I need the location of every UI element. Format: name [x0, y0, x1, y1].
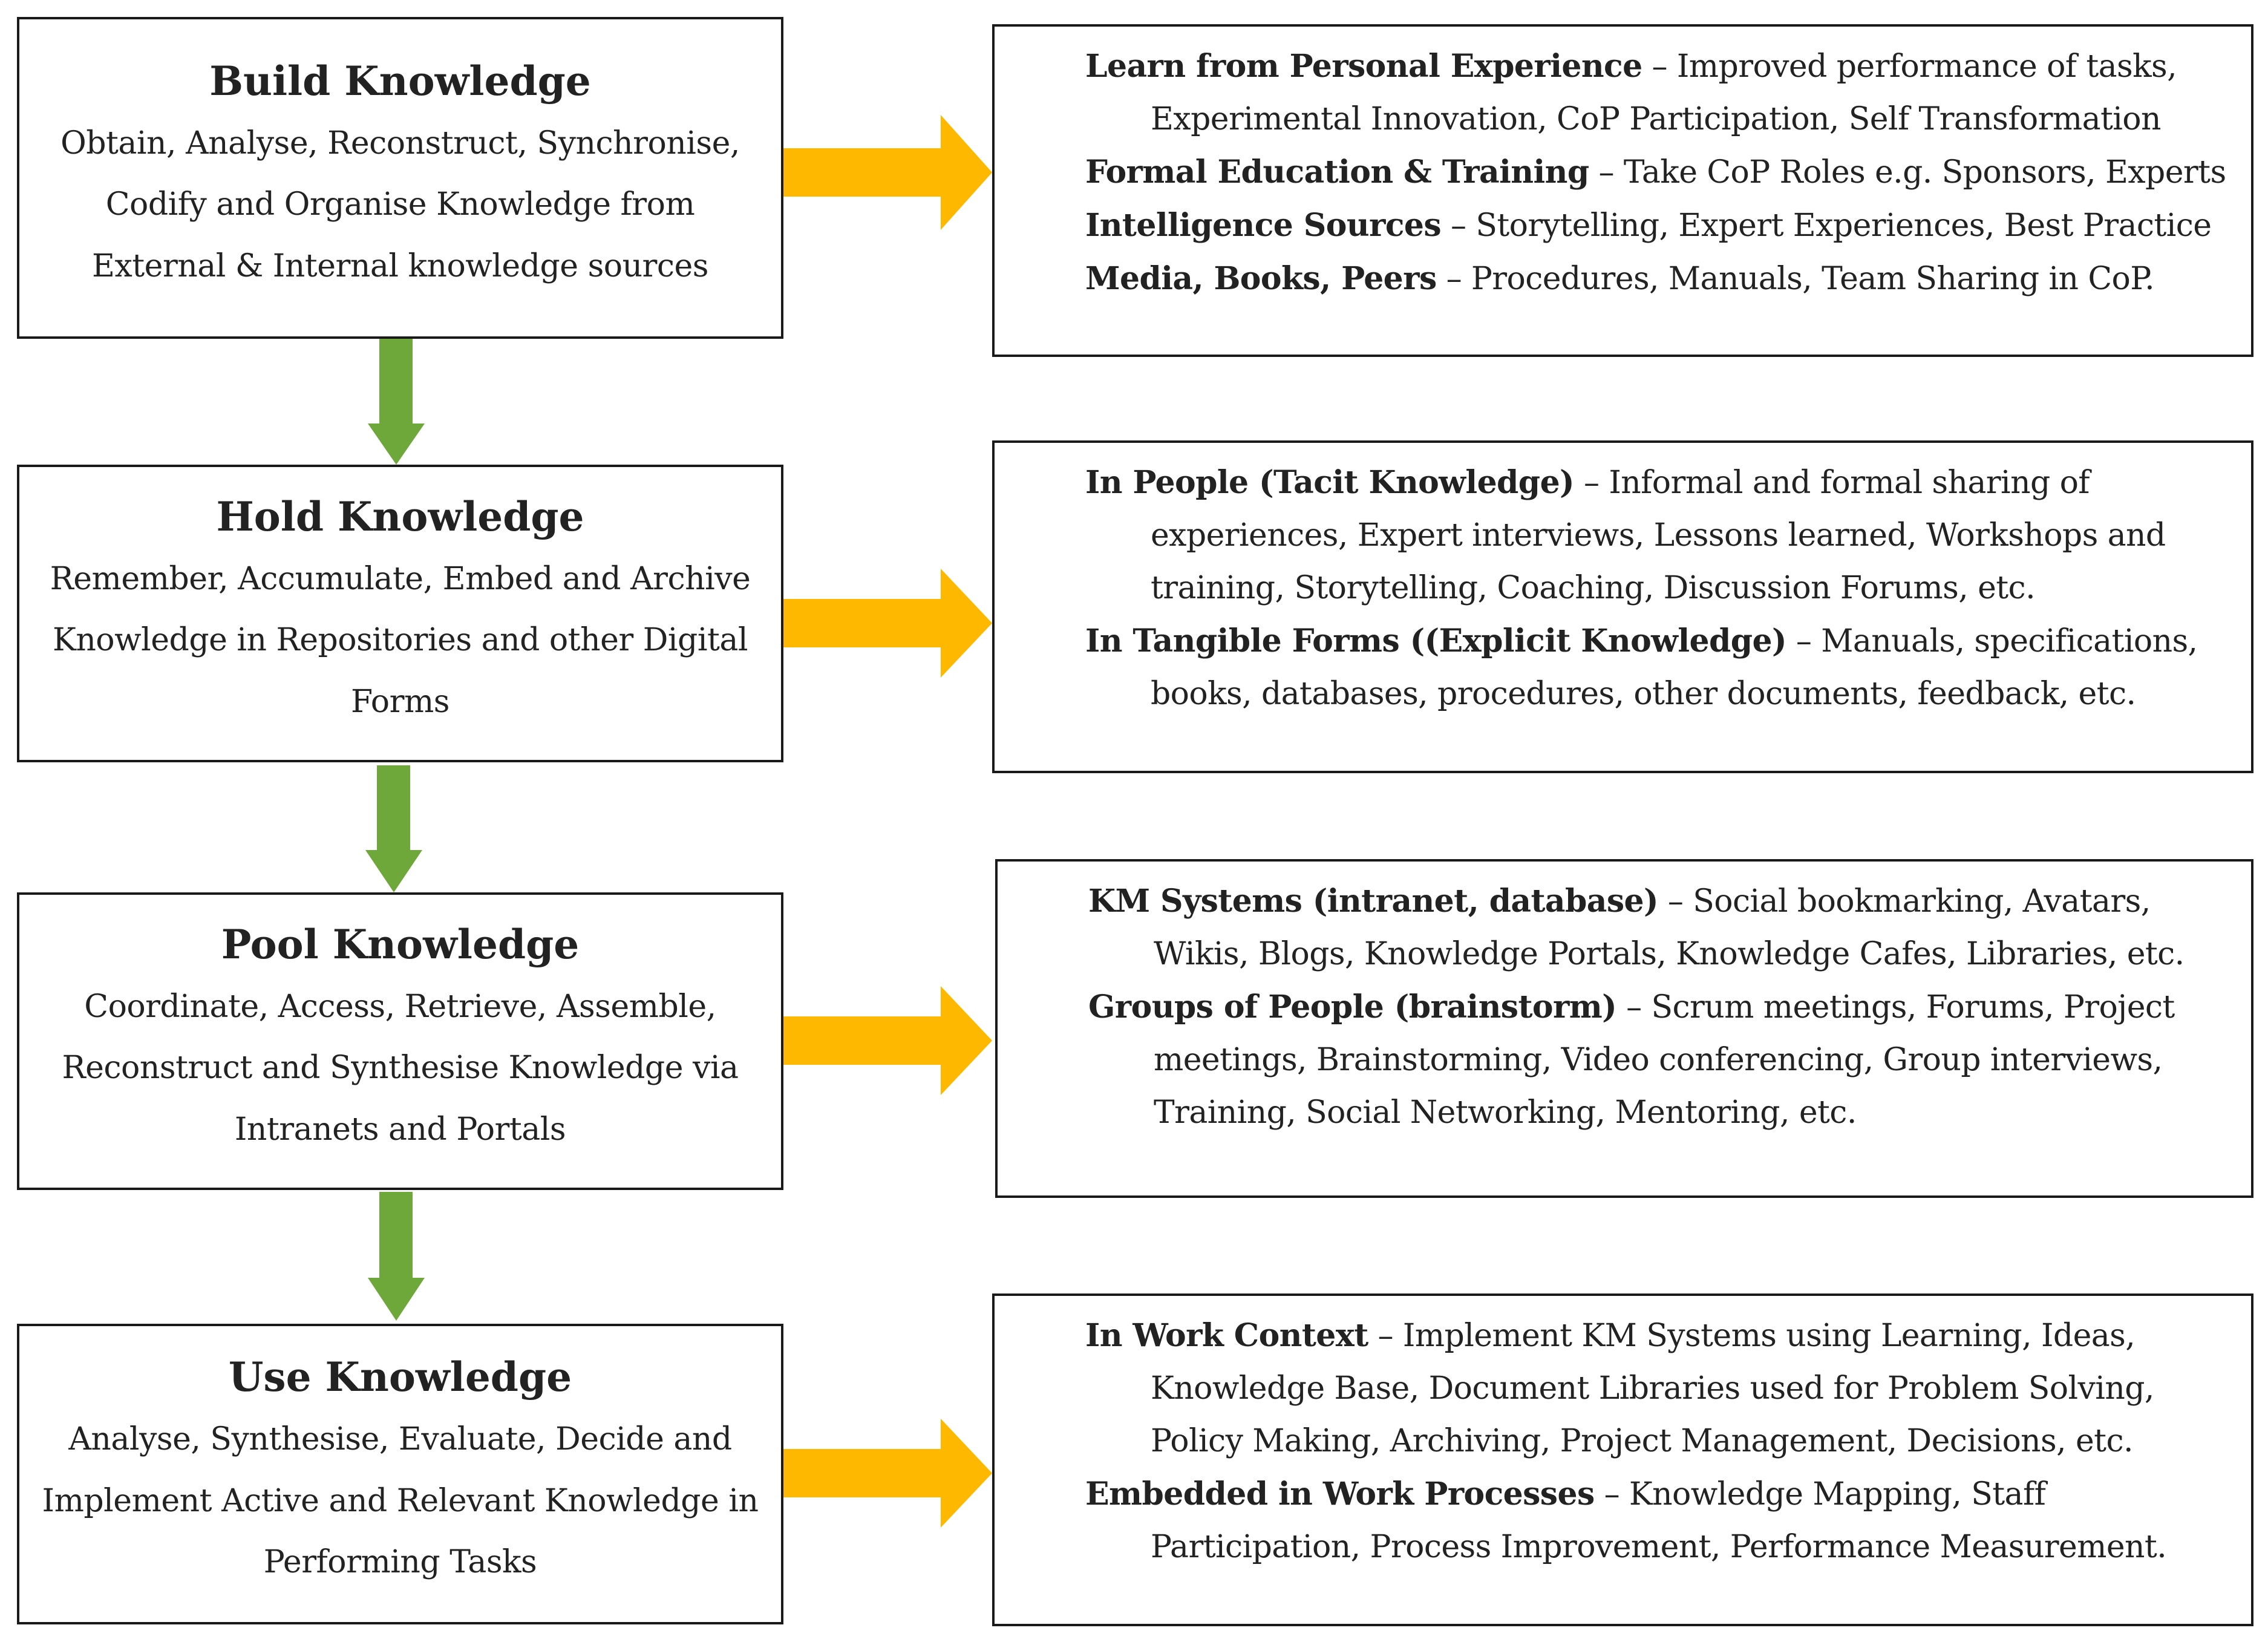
arrow-right-use	[783, 1419, 992, 1528]
stage-box-hold: Hold Knowledge Remember, Accumulate, Emb…	[17, 465, 783, 762]
detail-entry: Intelligence Sources – Storytelling, Exp…	[1085, 199, 2227, 252]
stage-box-pool: Pool Knowledge Coordinate, Access, Retri…	[17, 892, 783, 1190]
detail-entry: In Tangible Forms ((Explicit Knowledge) …	[1085, 615, 2227, 721]
stage-title: Use Knowledge	[228, 1353, 572, 1401]
stage-title: Build Knowledge	[209, 57, 591, 105]
detail-entry: Formal Education & Training – Take CoP R…	[1085, 146, 2227, 199]
detail-text: – Implement KM Systems using Learning, I…	[1151, 1318, 2154, 1459]
stage-description: Coordinate, Access, Retrieve, Assemble, …	[62, 988, 739, 1148]
detail-entry: KM Systems (intranet, database) – Social…	[1088, 875, 2227, 981]
detail-lead: In People (Tacit Knowledge)	[1085, 464, 1575, 501]
stage-title: Hold Knowledge	[216, 492, 584, 540]
stage-description: Remember, Accumulate, Embed and Archive …	[50, 560, 751, 720]
detail-entry: Embedded in Work Processes – Knowledge M…	[1085, 1468, 2227, 1574]
detail-lead: In Tangible Forms ((Explicit Knowledge)	[1085, 623, 1787, 659]
detail-text: – Improved performance of tasks, Experim…	[1151, 48, 2177, 137]
detail-lead: Groups of People (brainstorm)	[1088, 989, 1617, 1025]
detail-lead: Learn from Personal Experience	[1085, 48, 1642, 85]
detail-lead: Intelligence Sources	[1085, 207, 1442, 244]
detail-entry: Groups of People (brainstorm) – Scrum me…	[1088, 981, 2227, 1139]
stage-box-build: Build Knowledge Obtain, Analyse, Reconst…	[17, 17, 783, 339]
detail-entry: Media, Books, Peers – Procedures, Manual…	[1085, 252, 2227, 306]
detail-lead: KM Systems (intranet, database)	[1088, 883, 1659, 920]
arrow-right-hold	[783, 569, 992, 678]
detail-text: – Take CoP Roles e.g. Sponsors, Experts	[1589, 154, 2227, 191]
arrow-down-hold-to-pool	[365, 765, 422, 892]
stage-box-use: Use Knowledge Analyse, Synthesise, Evalu…	[17, 1324, 783, 1624]
detail-box-pool: KM Systems (intranet, database) – Social…	[995, 859, 2253, 1198]
detail-lead: Formal Education & Training	[1085, 154, 1589, 191]
detail-text: – Informal and formal sharing of experie…	[1151, 465, 2166, 606]
detail-text: – Storytelling, Expert Experiences, Best…	[1441, 208, 2212, 244]
detail-box-build: Learn from Personal Experience – Improve…	[992, 24, 2253, 357]
detail-lead: Embedded in Work Processes	[1085, 1476, 1595, 1513]
detail-text: – Scrum meetings, Forums, Project meetin…	[1154, 989, 2175, 1131]
detail-box-use: In Work Context – Implement KM Systems u…	[992, 1293, 2253, 1626]
stage-title: Pool Knowledge	[221, 920, 580, 968]
stage-description: Obtain, Analyse, Reconstruct, Synchronis…	[60, 125, 740, 284]
detail-lead: In Work Context	[1085, 1317, 1368, 1354]
detail-text: – Manuals, specifications, books, databa…	[1151, 623, 2198, 712]
detail-text: – Knowledge Mapping, Staff Participation…	[1151, 1476, 2167, 1565]
detail-entry: In People (Tacit Knowledge) – Informal a…	[1085, 456, 2227, 615]
stage-description: Analyse, Synthesise, Evaluate, Decide an…	[42, 1421, 759, 1581]
detail-lead: Media, Books, Peers	[1085, 260, 1437, 297]
detail-text: – Procedures, Manuals, Team Sharing in C…	[1436, 261, 2155, 297]
arrow-right-pool	[783, 986, 992, 1095]
detail-entry: Learn from Personal Experience – Improve…	[1085, 40, 2227, 146]
arrow-down-build-to-hold	[368, 334, 425, 465]
arrow-right-build	[783, 115, 992, 230]
detail-entry: In Work Context – Implement KM Systems u…	[1085, 1309, 2227, 1468]
arrow-down-pool-to-use	[368, 1192, 425, 1321]
detail-text: – Social bookmarking, Avatars, Wikis, Bl…	[1154, 883, 2185, 972]
detail-box-hold: In People (Tacit Knowledge) – Informal a…	[992, 440, 2253, 773]
